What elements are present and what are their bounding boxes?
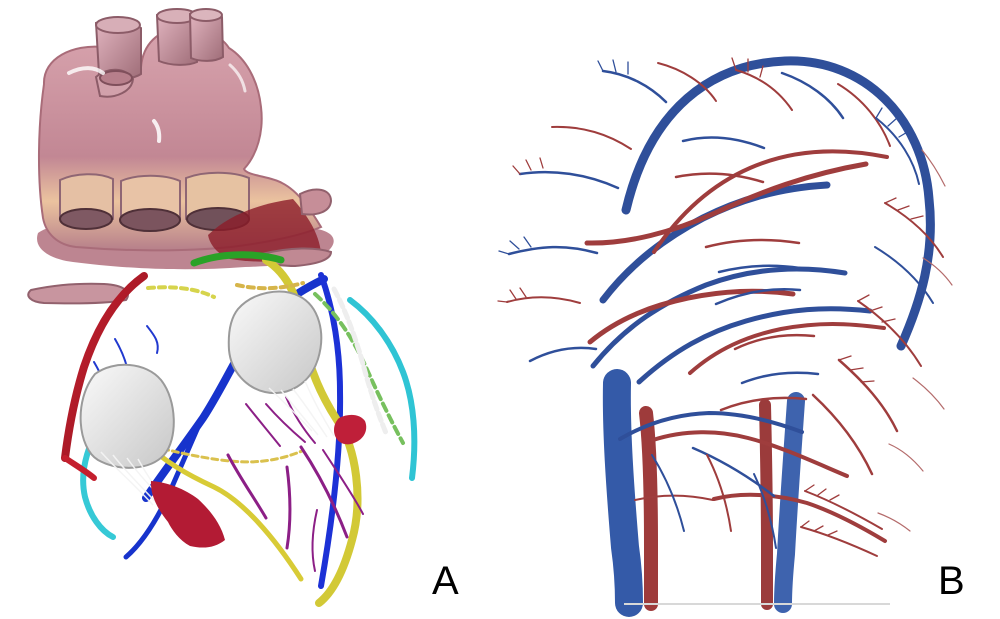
heart-top-stump-3-opening — [189, 8, 223, 22]
heart-highlight-3 — [228, 63, 247, 93]
heart-highlight-2 — [152, 119, 162, 143]
panel-b-label: B — [938, 559, 965, 603]
coronary-red-lower — [62, 455, 97, 481]
head-peripheral-twigs — [497, 57, 953, 536]
head-major-vessels — [584, 149, 889, 543]
head-left-jugular — [602, 369, 643, 617]
head-right-jugular — [774, 392, 805, 613]
coronary-green-top — [190, 251, 285, 267]
head-left-carotid — [639, 406, 659, 611]
valve-left — [79, 363, 175, 469]
coronary-red-left — [61, 272, 148, 462]
coronary-striped-1 — [146, 285, 216, 299]
heart-dark-red-region — [208, 199, 321, 262]
valve-right — [227, 290, 323, 395]
panel-a-illustration: A — [27, 8, 459, 607]
heart-lower-left-vessel — [27, 282, 129, 305]
heart-highlight-1 — [67, 66, 105, 75]
heart-lower-cylinders — [59, 171, 250, 232]
heart-top-stump-1-opening — [95, 16, 141, 34]
head-branch-network — [506, 62, 944, 557]
coronary-striped-3 — [313, 292, 405, 445]
panel-b-illustration: B — [497, 56, 965, 617]
head-right-carotid — [759, 399, 773, 610]
coronary-striped-4 — [331, 286, 389, 436]
heart-red-dot — [334, 414, 367, 445]
coronary-cyan-right — [347, 297, 418, 481]
heart-red-bulb — [150, 481, 225, 548]
panel-a-label: A — [432, 559, 459, 603]
heart-right-extension — [298, 188, 333, 216]
coronary-striped-2 — [235, 281, 305, 291]
head-main-vein-arc — [621, 56, 935, 351]
heart-side-stump-opening — [99, 70, 133, 86]
